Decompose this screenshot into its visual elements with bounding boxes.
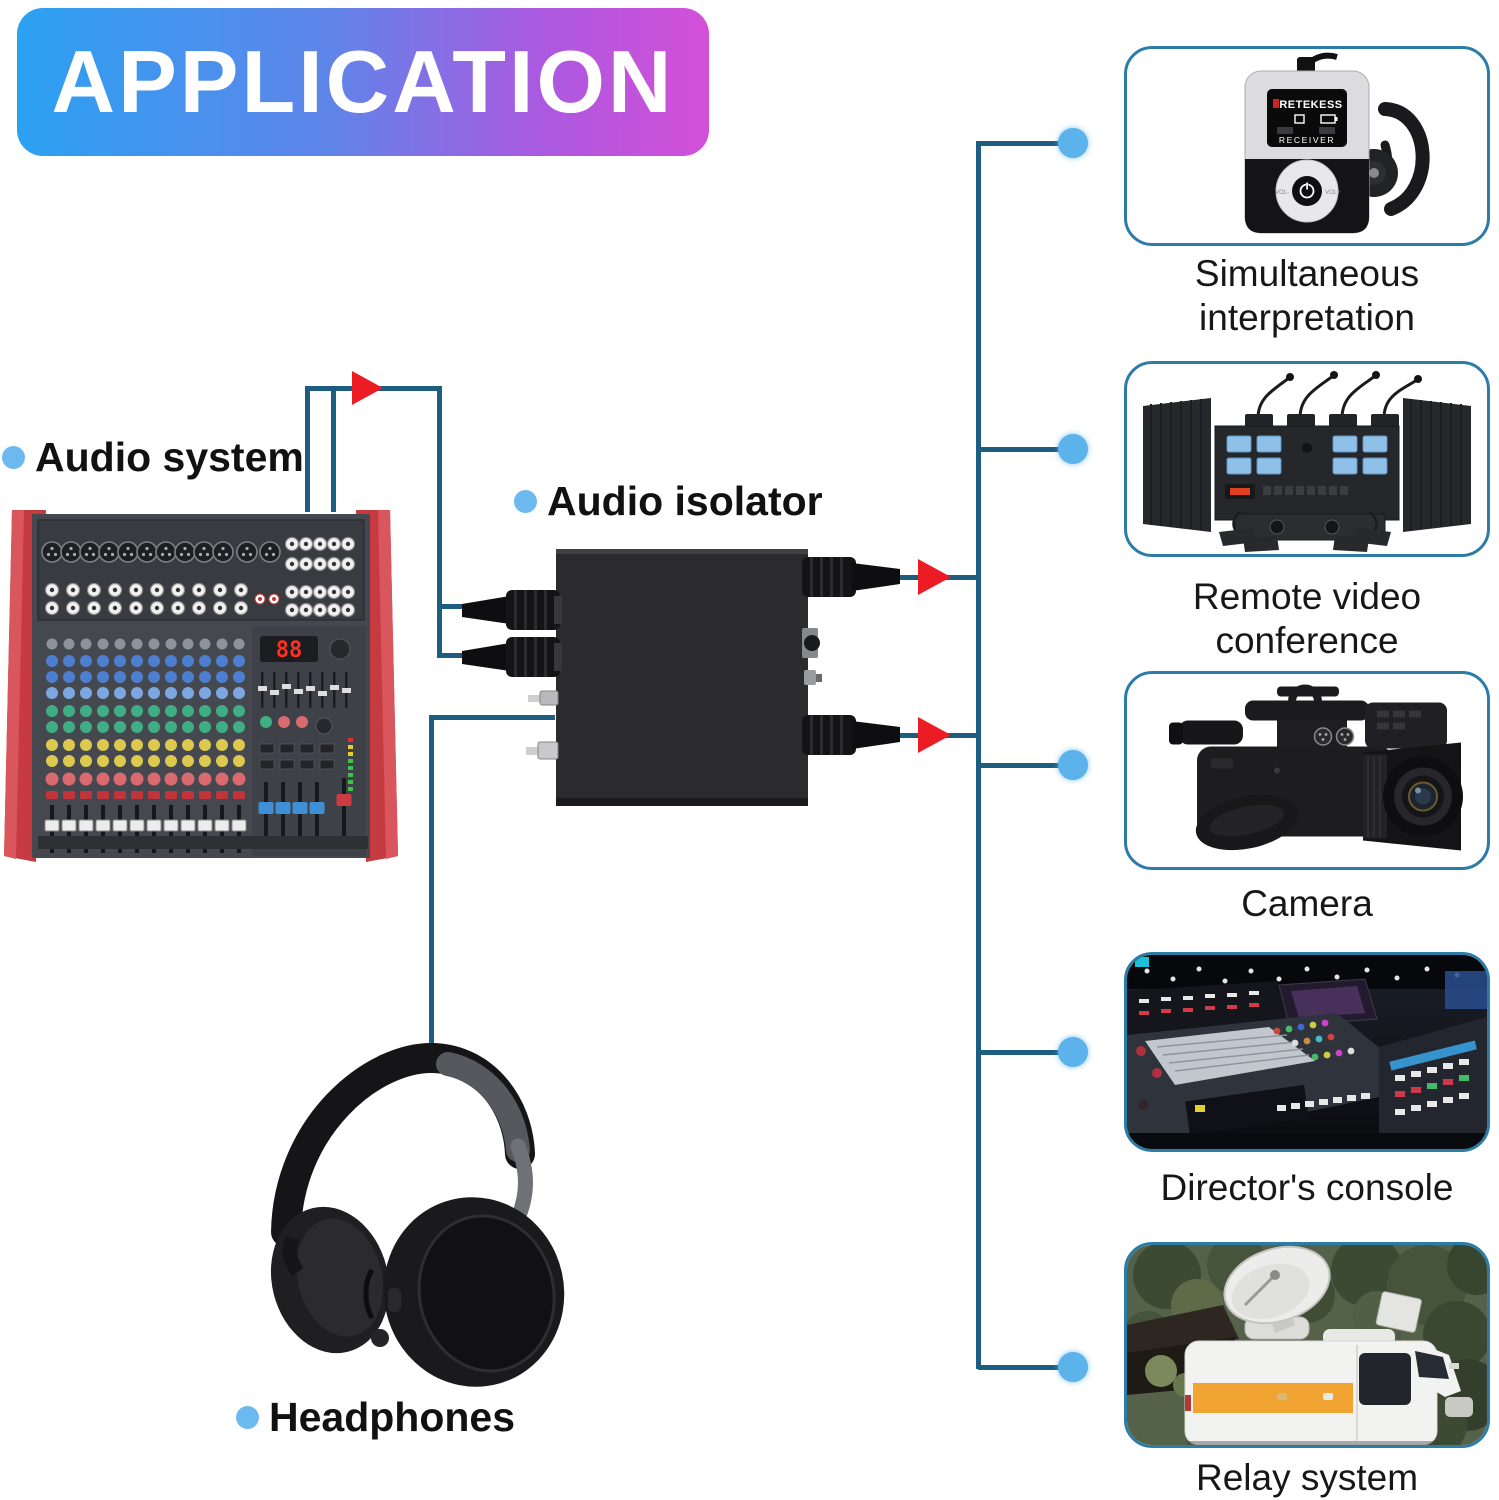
connector-trunk (976, 141, 981, 1369)
card-directors-console (1124, 952, 1490, 1152)
connector-branch-4 (978, 1050, 1062, 1055)
connector-branch-2 (978, 447, 1062, 452)
audio-mixer-photo: 88 (4, 500, 398, 872)
card-label: Director's console (1160, 1167, 1454, 1208)
bullet-dot-icon (236, 1406, 259, 1429)
card-relay-system (1124, 1242, 1490, 1448)
connector-branch-5 (978, 1365, 1062, 1370)
svg-text:RECEIVER: RECEIVER (1279, 135, 1335, 145)
bullet-dot-icon (514, 490, 537, 513)
junction-dot (1058, 128, 1088, 158)
connector-branch-3 (978, 763, 1062, 768)
connector-headphones-v (429, 715, 434, 1055)
page-title: APPLICATION (51, 32, 675, 131)
flow-arrow-icon (918, 559, 951, 595)
audio-isolator-photo (450, 540, 910, 812)
flow-arrow-icon (918, 717, 951, 753)
card-label: Remote video conference (1192, 576, 1422, 661)
satellite-van-photo (1127, 1245, 1487, 1445)
card-remote-video-conference (1124, 361, 1490, 557)
audio-isolator-label: Audio isolator (514, 478, 823, 525)
svg-text:VOL+: VOL+ (1325, 190, 1341, 196)
connector-isolator-in-1 (439, 604, 467, 609)
title-banner: APPLICATION (17, 8, 709, 156)
headphones-label: Headphones (236, 1394, 515, 1441)
card-label: Simultaneous interpretation (1194, 253, 1420, 338)
connector-headphones-h (429, 715, 555, 720)
headphones-photo (252, 1042, 592, 1394)
card-camera (1124, 671, 1490, 870)
video-camera-photo (1169, 684, 1463, 851)
connector-mixer-down (437, 386, 442, 658)
connector-mixer-up-1 (305, 388, 310, 512)
audio-system-label: Audio system (2, 434, 304, 481)
junction-dot (1058, 1037, 1088, 1067)
card-label: Camera (1241, 883, 1373, 924)
connector-branch-1 (978, 141, 1062, 146)
conference-system-photo (1143, 371, 1471, 552)
card-label: Relay system (1195, 1457, 1419, 1498)
bullet-dot-icon (2, 446, 25, 469)
mixing-console-photo (1127, 955, 1487, 1149)
junction-dot (1058, 750, 1088, 780)
interpretation-receiver-photo: RETEKESS RECEIVER VOL- VOL+ (1244, 52, 1430, 234)
connector-mixer-up-2 (331, 388, 336, 512)
svg-text:88: 88 (276, 638, 303, 663)
card-simultaneous-interpretation: RETEKESS RECEIVER VOL- VOL+ (1124, 46, 1490, 246)
svg-text:RETEKESS: RETEKESS (1279, 99, 1342, 111)
flow-arrow-icon (352, 371, 383, 405)
junction-dot (1058, 434, 1088, 464)
svg-text:VOL-: VOL- (1275, 190, 1289, 196)
connector-isolator-in-2 (439, 653, 467, 658)
junction-dot (1058, 1352, 1088, 1382)
